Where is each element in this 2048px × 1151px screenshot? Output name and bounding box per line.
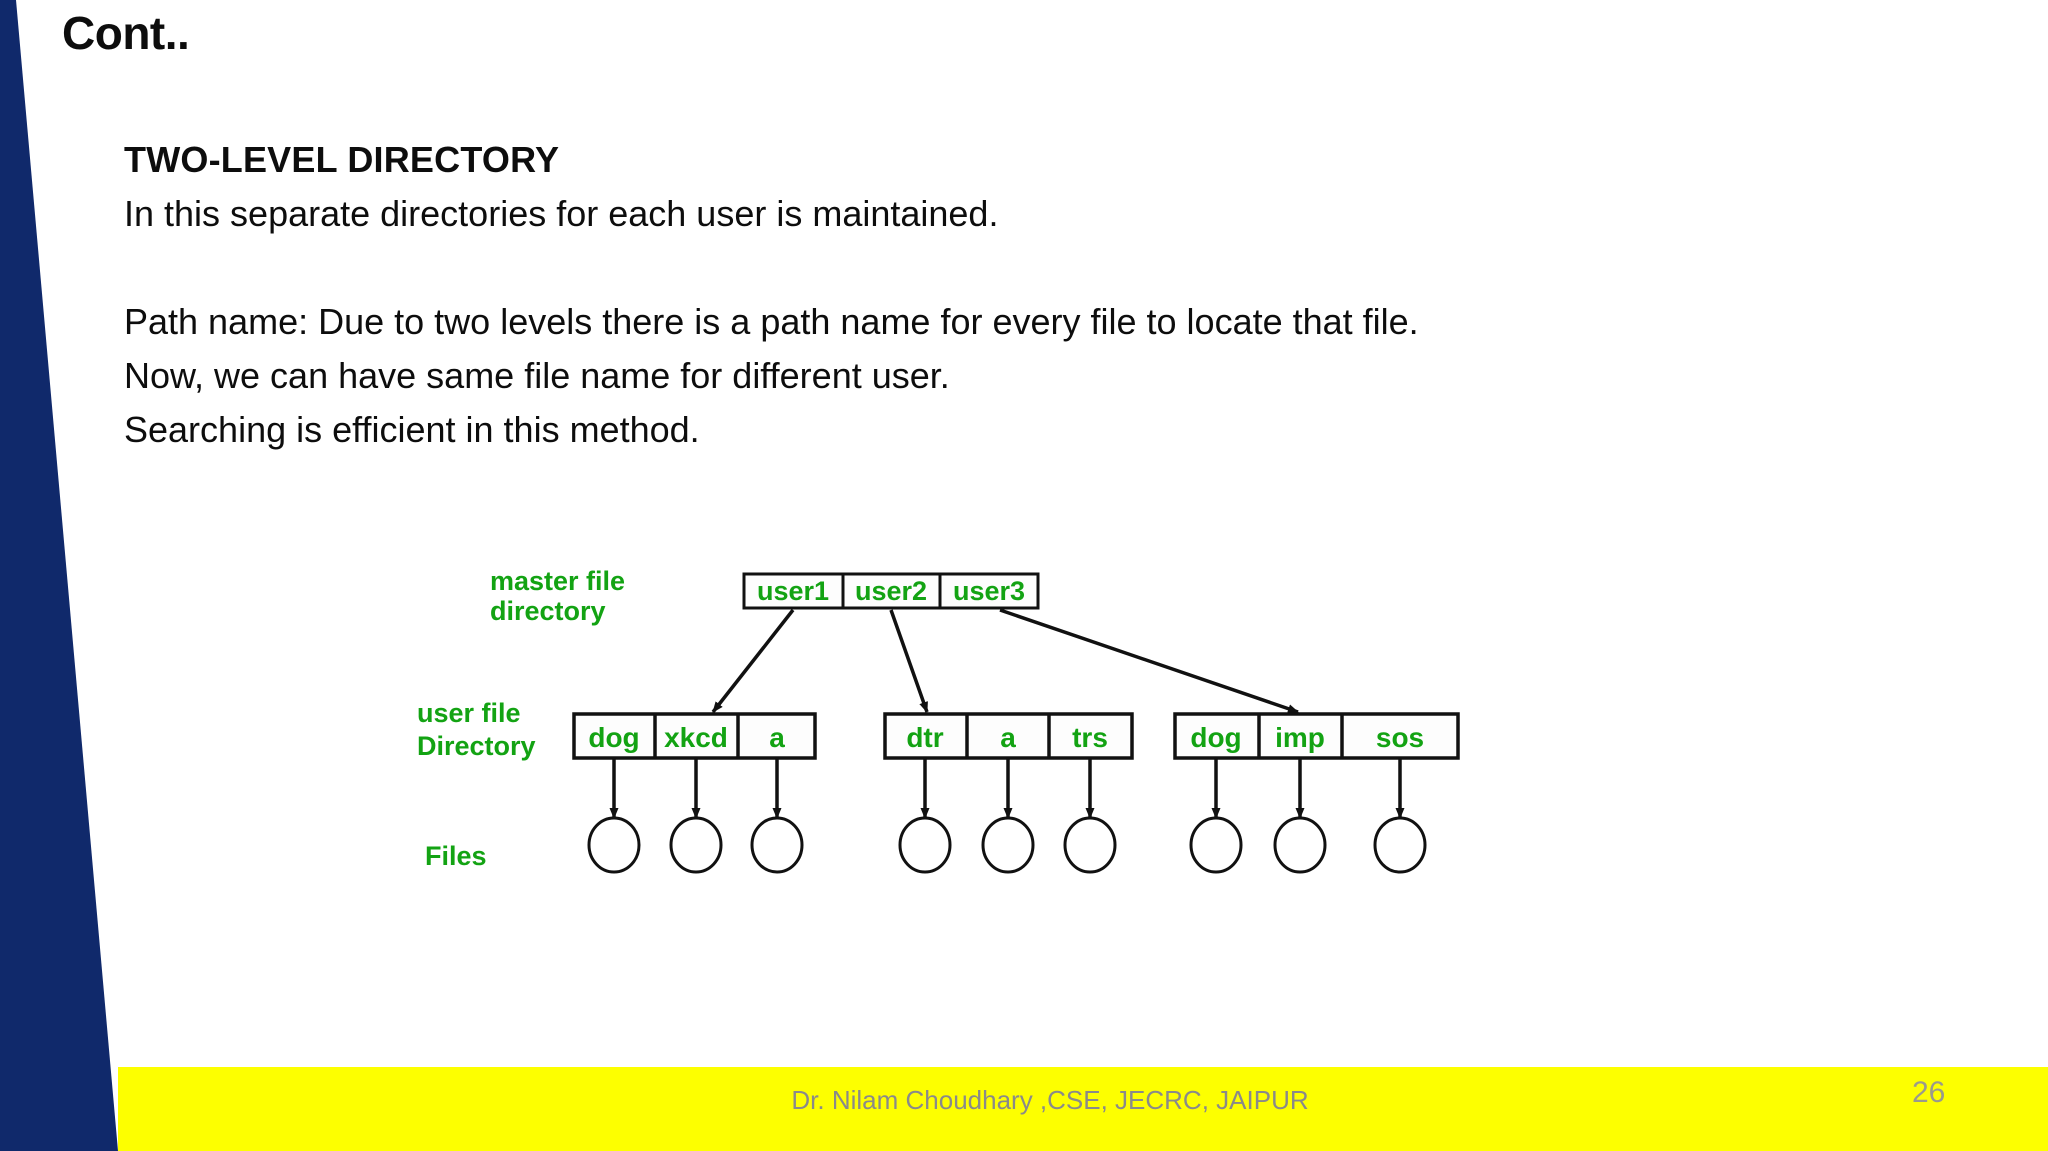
diagram-label-files: Files [425,841,487,871]
body-line-1: In this separate directories for each us… [124,193,999,234]
arrow-user2-to-dir2 [889,609,929,713]
user-directory-table-1: dog xkcd a [572,712,817,760]
page-title: Cont.. [62,7,190,59]
file-node-9 [1373,816,1427,874]
file-node-7 [1189,816,1243,874]
dir1-entry-dog: dog [588,722,639,753]
footer-attribution: Dr. Nilam Choudhary ,CSE, JECRC, JAIPUR [791,1085,1309,1115]
diagram-label-master-file-directory: master file directory [490,566,625,626]
body-text-block: TWO-LEVEL DIRECTORY In this separate dir… [124,133,1924,457]
master-label-line-2: directory [490,596,606,626]
file-node-4 [898,816,952,874]
dir2-entry-trs: trs [1072,722,1108,753]
dir2-entry-a: a [1000,722,1016,753]
body-line-5: Searching is efficient in this method. [124,409,700,450]
master-entry-user2: user2 [855,576,927,606]
user-directory-table-2: dtr a trs [883,712,1134,760]
dir1-entry-xkcd: xkcd [664,722,728,753]
file-node-8 [1273,816,1327,874]
file-node-2 [669,816,723,874]
file-node-5 [981,816,1035,874]
file-node-3 [750,816,804,874]
dir3-entry-dog: dog [1190,722,1241,753]
master-entry-user3: user3 [953,576,1025,606]
master-label-line-1: master file [490,566,625,596]
user-directory-table-3: dog imp sos [1173,712,1460,760]
dir1-entry-a: a [769,722,785,753]
navy-accent-wedge [0,0,118,1151]
user-label-line-2: Directory [417,731,536,761]
dir3-entry-sos: sos [1376,722,1424,753]
arrow-user3-to-dir3 [999,608,1299,714]
dir2-entry-dtr: dtr [906,722,943,753]
master-file-directory-table: user1 user2 user3 [742,572,1040,610]
footer-bar [118,1067,2048,1151]
body-line-4: Now, we can have same file name for diff… [124,355,950,396]
file-node-1 [587,816,641,874]
user-label-line-1: user file [417,698,521,728]
body-line-spacer [124,241,1924,295]
dir3-entry-imp: imp [1275,722,1325,753]
body-line-3: Path name: Due to two levels there is a … [124,301,1419,342]
file-node-6 [1063,816,1117,874]
master-entry-user1: user1 [757,576,829,606]
arrow-user1-to-dir1 [711,608,795,714]
page-number: 26 [1912,1076,1946,1109]
section-heading: TWO-LEVEL DIRECTORY [124,139,560,180]
diagram-label-user-file-directory: user file Directory [417,698,536,761]
